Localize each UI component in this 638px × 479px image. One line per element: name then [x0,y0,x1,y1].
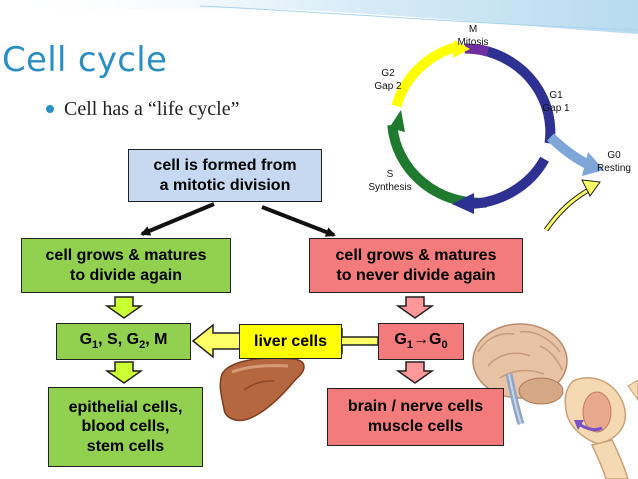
box-liver-cells-text: liver cells [254,332,327,350]
phase-code-s: S [386,169,394,180]
cell-cycle-ring [387,40,604,214]
box-divide-again-line-2: to divide again [69,266,182,284]
phase-label-s: S Synthesis [360,169,420,194]
box-divide-again: cell grows & matures to divide again [21,238,231,293]
arm-muscle-image [564,377,638,479]
down-arrow-left-2 [104,361,144,384]
cycle-phases-sub-1: 1 [92,339,99,352]
box-never-divide-line-1: cell grows & matures [335,246,497,264]
box-epithelial-cells: epithelial cells, blood cells, stem cell… [48,387,203,467]
g1-g0-text-1: G [394,331,407,349]
phase-name-g1: Gap 1 [542,102,570,114]
down-arrow-left-1 [104,296,144,319]
ring-segment-g1 [479,44,556,145]
slide-title: Cell cycle [2,40,168,80]
g1-g0-sub-1: 1 [406,339,413,352]
phase-name-g2: Gap 2 [374,80,402,92]
cycle-phases-text-3: , M [145,331,168,349]
arrow-to-divide-again [140,202,215,236]
box-brain-line-2: muscle cells [367,418,464,435]
phase-name-g0: Resting [597,162,631,174]
g0-return-arrow-outline [543,185,594,232]
g0-return-arrowhead [581,179,601,197]
box-divide-again-line-1: cell grows & matures [45,246,207,264]
phase-label-g1: G1 Gap 1 [526,90,586,115]
box-g1-to-g0-text: G1→G0 [394,330,447,353]
box-epithelial-line-1: epithelial cells, [68,398,183,416]
phase-label-g0: G0 Resting [584,150,638,175]
top-decoration-line [199,5,638,31]
brain-image [472,323,568,426]
box-liver-cells: liver cells [239,324,342,359]
down-arrow-right-1 [395,296,435,319]
cycle-phases-sub-2: 2 [139,339,146,352]
phase-code-g2: G2 [381,68,395,79]
box-cycle-phases-text: G1, S, G2, M [80,330,168,353]
down-arrow-right-2 [395,361,435,384]
ring-arrowhead-left [389,110,405,132]
bullet-text: Cell has a “life cycle” [64,98,240,120]
phase-name-m: Mitosis [457,36,489,48]
ring-arrowhead-bottom [452,193,474,214]
phase-label-m: M Mitosis [443,24,503,49]
box-cycle-phases: G1, S, G2, M [56,323,191,360]
phase-code-g0: G0 [607,150,621,161]
g1-g0-arrow-icon: → [413,331,429,349]
top-decoration [0,0,638,34]
phase-code-g1: G1 [549,90,563,101]
left-arrow-left [191,323,241,359]
ring-segment-g2 [391,42,458,108]
ring-segment-s-entry [467,156,549,209]
box-cell-formed-line-1: cell is formed from [153,156,297,174]
bullet-item: Cell has a “life cycle” [46,98,240,121]
box-g1-to-g0: G1→G0 [378,323,464,360]
phase-code-m: M [468,24,478,35]
liver-image [219,357,305,422]
box-brain-line-1: brain / nerve cells [347,398,484,416]
arrow-to-never-divide [261,205,336,237]
box-epithelial-line-2: blood cells, [81,418,170,436]
box-never-divide: cell grows & matures to never divide aga… [309,238,523,293]
cycle-phases-text-1: G [79,331,93,349]
cycle-phases-text-2: , S, G [98,331,140,349]
g1-g0-text-2: G [429,331,442,349]
ring-arrowhead-top [453,40,470,58]
phase-name-s: Synthesis [368,181,412,193]
g1-g0-sub-2: 0 [441,339,448,352]
bullet-dot-icon [46,105,54,113]
phase-label-g2: G2 Gap 2 [358,68,418,93]
box-cell-formed-line-2: a mitotic division [159,176,291,194]
box-epithelial-line-3: stem cells [86,437,165,455]
box-cell-formed: cell is formed from a mitotic division [128,149,322,202]
g0-arrowhead [582,152,604,176]
box-never-divide-line-2: to never divide again [336,266,496,284]
box-brain-muscle-cells: brain / nerve cells muscle cells [327,388,504,446]
